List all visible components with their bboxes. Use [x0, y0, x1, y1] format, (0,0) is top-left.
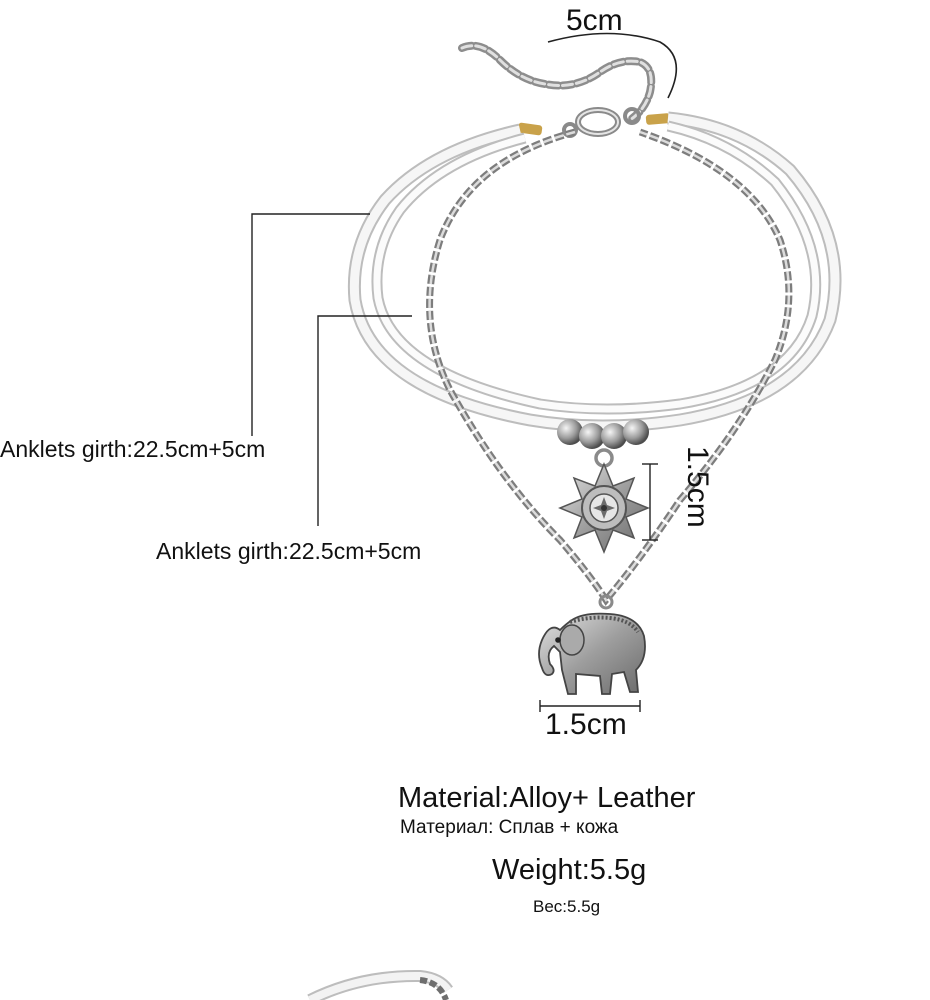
inner-girth-label: Anklets girth:22.5cm+5cm	[156, 538, 422, 564]
bead-group	[557, 419, 649, 449]
sun-pendant-icon	[558, 448, 650, 554]
weight-label-russian: Вес:5.5g	[533, 897, 601, 916]
extension-dimension-arc	[547, 32, 678, 99]
weight-label: Weight:5.5g	[492, 854, 647, 886]
sun-pendant-size-label: 1.5cm	[681, 446, 714, 528]
elephant-pendant-icon	[538, 594, 646, 695]
material-label-russian: Материал: Сплав + кожа	[400, 817, 619, 838]
material-label: Material:Alloy+ Leather	[398, 782, 696, 814]
second-anklet-partial	[307, 969, 453, 1000]
extension-chain	[458, 41, 656, 124]
elephant-pendant-size-label: 1.5cm	[545, 708, 627, 741]
silver-chain	[426, 128, 793, 606]
dimension-lines	[251, 213, 658, 712]
white-cord	[347, 111, 842, 433]
lobster-clasp-icon	[562, 107, 641, 138]
cord-end-right	[645, 113, 671, 125]
outer-girth-label: Anklets girth:22.5cm+5cm	[0, 436, 266, 462]
extension-length-label: 5cm	[566, 4, 623, 37]
cord-end-left	[517, 122, 543, 136]
